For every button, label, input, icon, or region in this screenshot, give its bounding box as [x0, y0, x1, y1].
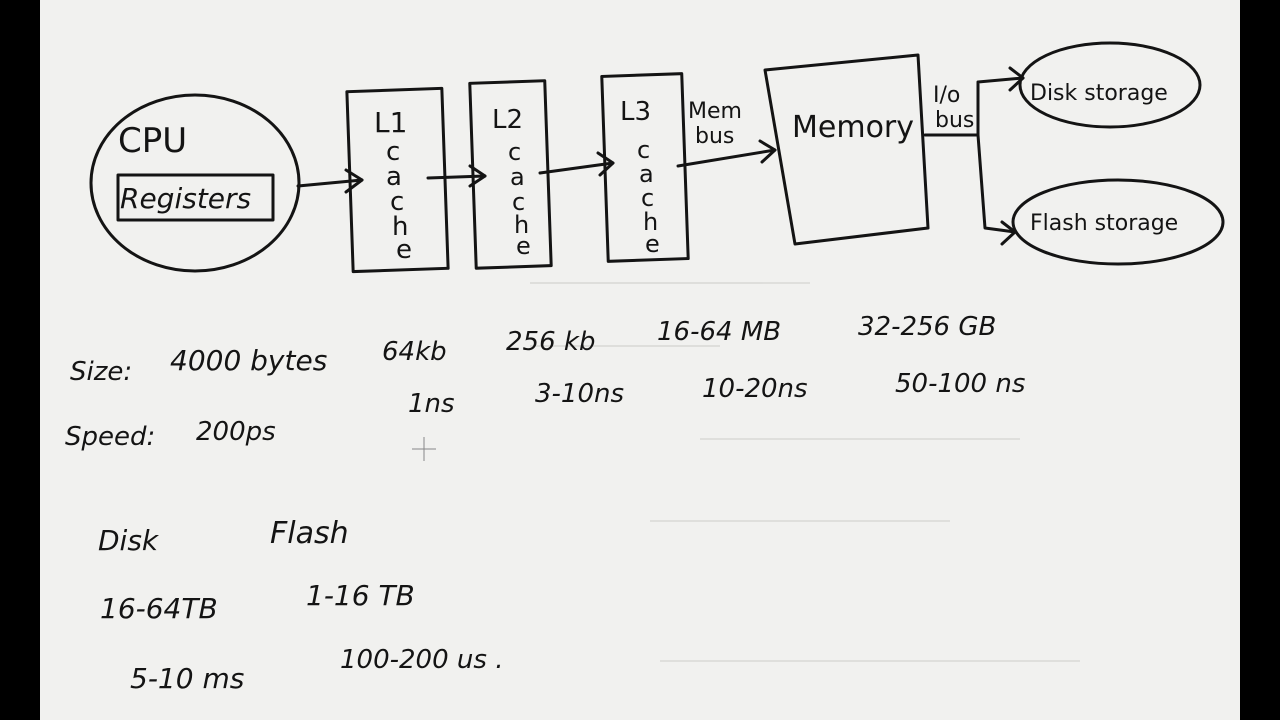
l1-title: L1	[374, 106, 407, 139]
flash-storage-block: Flash storage	[1011, 178, 1225, 266]
speed-value-l3: 10-20ns	[702, 374, 808, 404]
cursor-crosshair-icon	[412, 437, 436, 461]
arrow-cpu-to-l1	[296, 168, 364, 194]
background-bleed-through	[530, 282, 1080, 662]
registers-box	[116, 173, 275, 222]
l3-sub-4: e	[645, 230, 660, 258]
speed-value-l2: 3-10ns	[535, 379, 624, 409]
cpu-label: CPU	[118, 121, 187, 161]
paper-sheet: CPU Registers L1 c a c h e	[40, 0, 1240, 720]
size-value-l2: 256 kb	[506, 327, 595, 357]
speed-label: Speed:	[65, 422, 155, 452]
memory-label: Memory	[792, 110, 914, 145]
size-value-cpu: 4000 bytes	[170, 344, 327, 377]
arrow-l1-to-l2	[426, 164, 487, 188]
l1-sub-1: a	[386, 162, 402, 192]
l3-sub-0: c	[637, 136, 650, 164]
arrow-l2-to-l3	[538, 151, 615, 177]
flash-size: 1-16 TB	[306, 579, 415, 612]
size-label: Size:	[70, 357, 132, 387]
cpu-block: CPU Registers	[89, 93, 301, 273]
l1-sub-0: c	[386, 137, 400, 167]
l2-sub-3: h	[514, 211, 529, 239]
flash-speed: 100-200 us .	[340, 645, 503, 675]
l2-sub-0: c	[508, 138, 521, 166]
l1-sub-2: c	[390, 187, 404, 217]
disk-size: 16-64TB	[100, 592, 218, 625]
l1-sub-3: h	[392, 212, 408, 242]
size-value-l3: 16-64 MB	[657, 317, 781, 347]
speed-value-l1: 1ns	[408, 389, 455, 419]
mem-bus-line-1: Mem	[688, 99, 742, 124]
l1-cache-block: L1 c a c h e	[345, 86, 450, 274]
disk-speed: 5-10 ms	[130, 662, 244, 695]
l1-sub-4: e	[396, 235, 412, 265]
disk-storage-block: Disk storage	[1018, 41, 1202, 129]
io-bus-line-2: bus	[935, 108, 974, 133]
storage-notes: Disk Flash 16-64TB 1-16 TB 5-10 ms 100-2…	[98, 516, 503, 695]
l2-title: L2	[492, 105, 523, 135]
l3-cache-block: L3 c a c h e	[600, 72, 690, 263]
io-bus: I/o bus	[923, 66, 1025, 246]
size-row: Size: 4000 bytes 64kb 256 kb 16-64 MB 32…	[70, 312, 996, 387]
l2-sub-2: c	[512, 188, 525, 216]
memory-block: Memory	[763, 53, 930, 246]
size-value-memory: 32-256 GB	[858, 312, 996, 342]
io-bus-line-1: I/o	[933, 83, 960, 108]
speed-value-cpu: 200ps	[196, 417, 276, 447]
speed-value-memory: 50-100 ns	[895, 369, 1025, 399]
flash-heading: Flash	[270, 516, 349, 551]
flash-storage-label: Flash storage	[1030, 211, 1178, 236]
speed-row: Speed: 200ps 1ns 3-10ns 10-20ns 50-100 n…	[65, 369, 1025, 452]
size-value-l1: 64kb	[382, 337, 447, 367]
disk-heading: Disk	[98, 524, 160, 557]
memory-hierarchy-diagram: CPU Registers L1 c a c h e	[65, 41, 1225, 695]
l2-sub-1: a	[510, 163, 525, 191]
l3-sub-2: c	[641, 184, 654, 212]
l3-sub-1: a	[639, 160, 654, 188]
mem-bus: Mem bus	[676, 99, 777, 168]
l3-title: L3	[620, 97, 651, 127]
l3-sub-3: h	[643, 208, 658, 236]
mem-bus-line-2: bus	[695, 124, 734, 149]
registers-label: Registers	[120, 182, 251, 215]
l2-sub-4: e	[516, 232, 531, 260]
disk-storage-label: Disk storage	[1030, 81, 1168, 106]
